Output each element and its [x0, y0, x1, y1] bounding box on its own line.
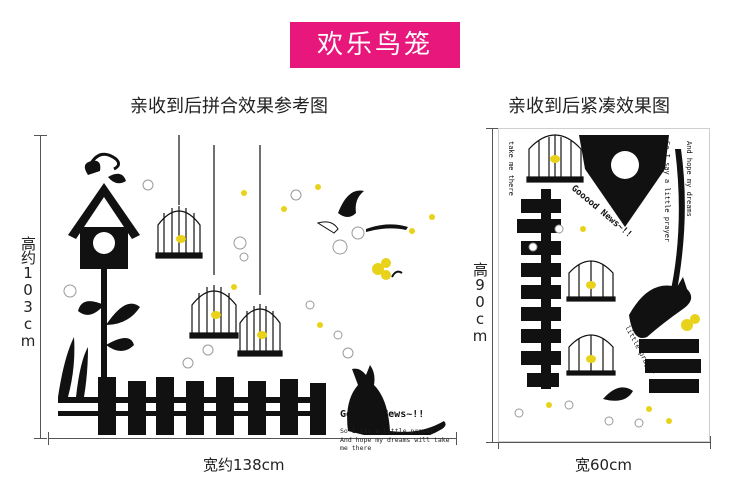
- birdhouse-icon: [579, 135, 669, 227]
- left-width-tick-a: [48, 432, 49, 445]
- bubble-decoration: [63, 179, 365, 369]
- cat-icon: [629, 149, 692, 339]
- bubble-decoration: [514, 224, 644, 428]
- left-artwork: Gooood News~!! So I say a little prayer …: [48, 135, 458, 452]
- right-caption: 亲收到后紧凑效果图: [508, 96, 670, 117]
- left-width-rule: [48, 438, 456, 439]
- right-artwork: take me there So I say a little prayer A…: [498, 128, 710, 442]
- bird-icon: [586, 281, 596, 289]
- music-note-icon: [231, 184, 435, 328]
- right-height-label: 高90cm: [471, 262, 489, 344]
- right-width-rule: [498, 442, 710, 443]
- left-height-rule: [40, 135, 41, 438]
- music-note-icon: [546, 226, 672, 424]
- fence-icon: [58, 337, 326, 435]
- right-width-label: 宽60cm: [575, 456, 632, 474]
- left-width-tick-b: [456, 432, 457, 445]
- hope-text: And hope my dreams: [685, 141, 693, 217]
- birdcage-icon: [566, 260, 616, 302]
- bird-icon: [176, 235, 267, 339]
- left-width-label: 宽约138cm: [203, 456, 285, 474]
- left-height-label: 高约103cm: [19, 236, 37, 349]
- left-height-tick-b: [34, 438, 47, 439]
- birdcage-icon: [566, 334, 616, 376]
- bird-icon: [603, 387, 633, 401]
- right-illustration: take me there So I say a little prayer A…: [507, 134, 701, 428]
- title-banner: 欢乐鸟笼: [290, 22, 460, 68]
- cat-icon: [347, 365, 446, 441]
- flower-icon: [372, 258, 403, 280]
- so-i-say-text: So I say a little prayer: [663, 141, 671, 242]
- birdcage-icon: [237, 145, 283, 357]
- birdhouse-icon: [68, 152, 140, 419]
- right-height-rule: [492, 128, 493, 442]
- poem-line-1: So I say a little prayer: [340, 427, 434, 435]
- left-illustration: [58, 135, 446, 441]
- left-height-tick-a: [34, 135, 47, 136]
- right-height-tick-b: [486, 442, 499, 443]
- bird-icon: [586, 355, 596, 363]
- flower-icon: [681, 314, 700, 331]
- left-caption: 亲收到后拼合效果参考图: [130, 96, 328, 117]
- take-me-text: take me there: [507, 141, 515, 196]
- news-text: Gooood News~!!: [340, 409, 425, 420]
- right-height-tick-a: [486, 128, 499, 129]
- birdcage-icon: [189, 145, 239, 339]
- bird-icon: [550, 155, 560, 163]
- bird-icon: [316, 190, 408, 234]
- tree-trunk-icon: [517, 189, 701, 393]
- right-width-tick-b: [710, 436, 711, 449]
- birdcage-icon: [155, 135, 203, 259]
- poem-line-2: And hope my dreams will take me there: [340, 436, 450, 452]
